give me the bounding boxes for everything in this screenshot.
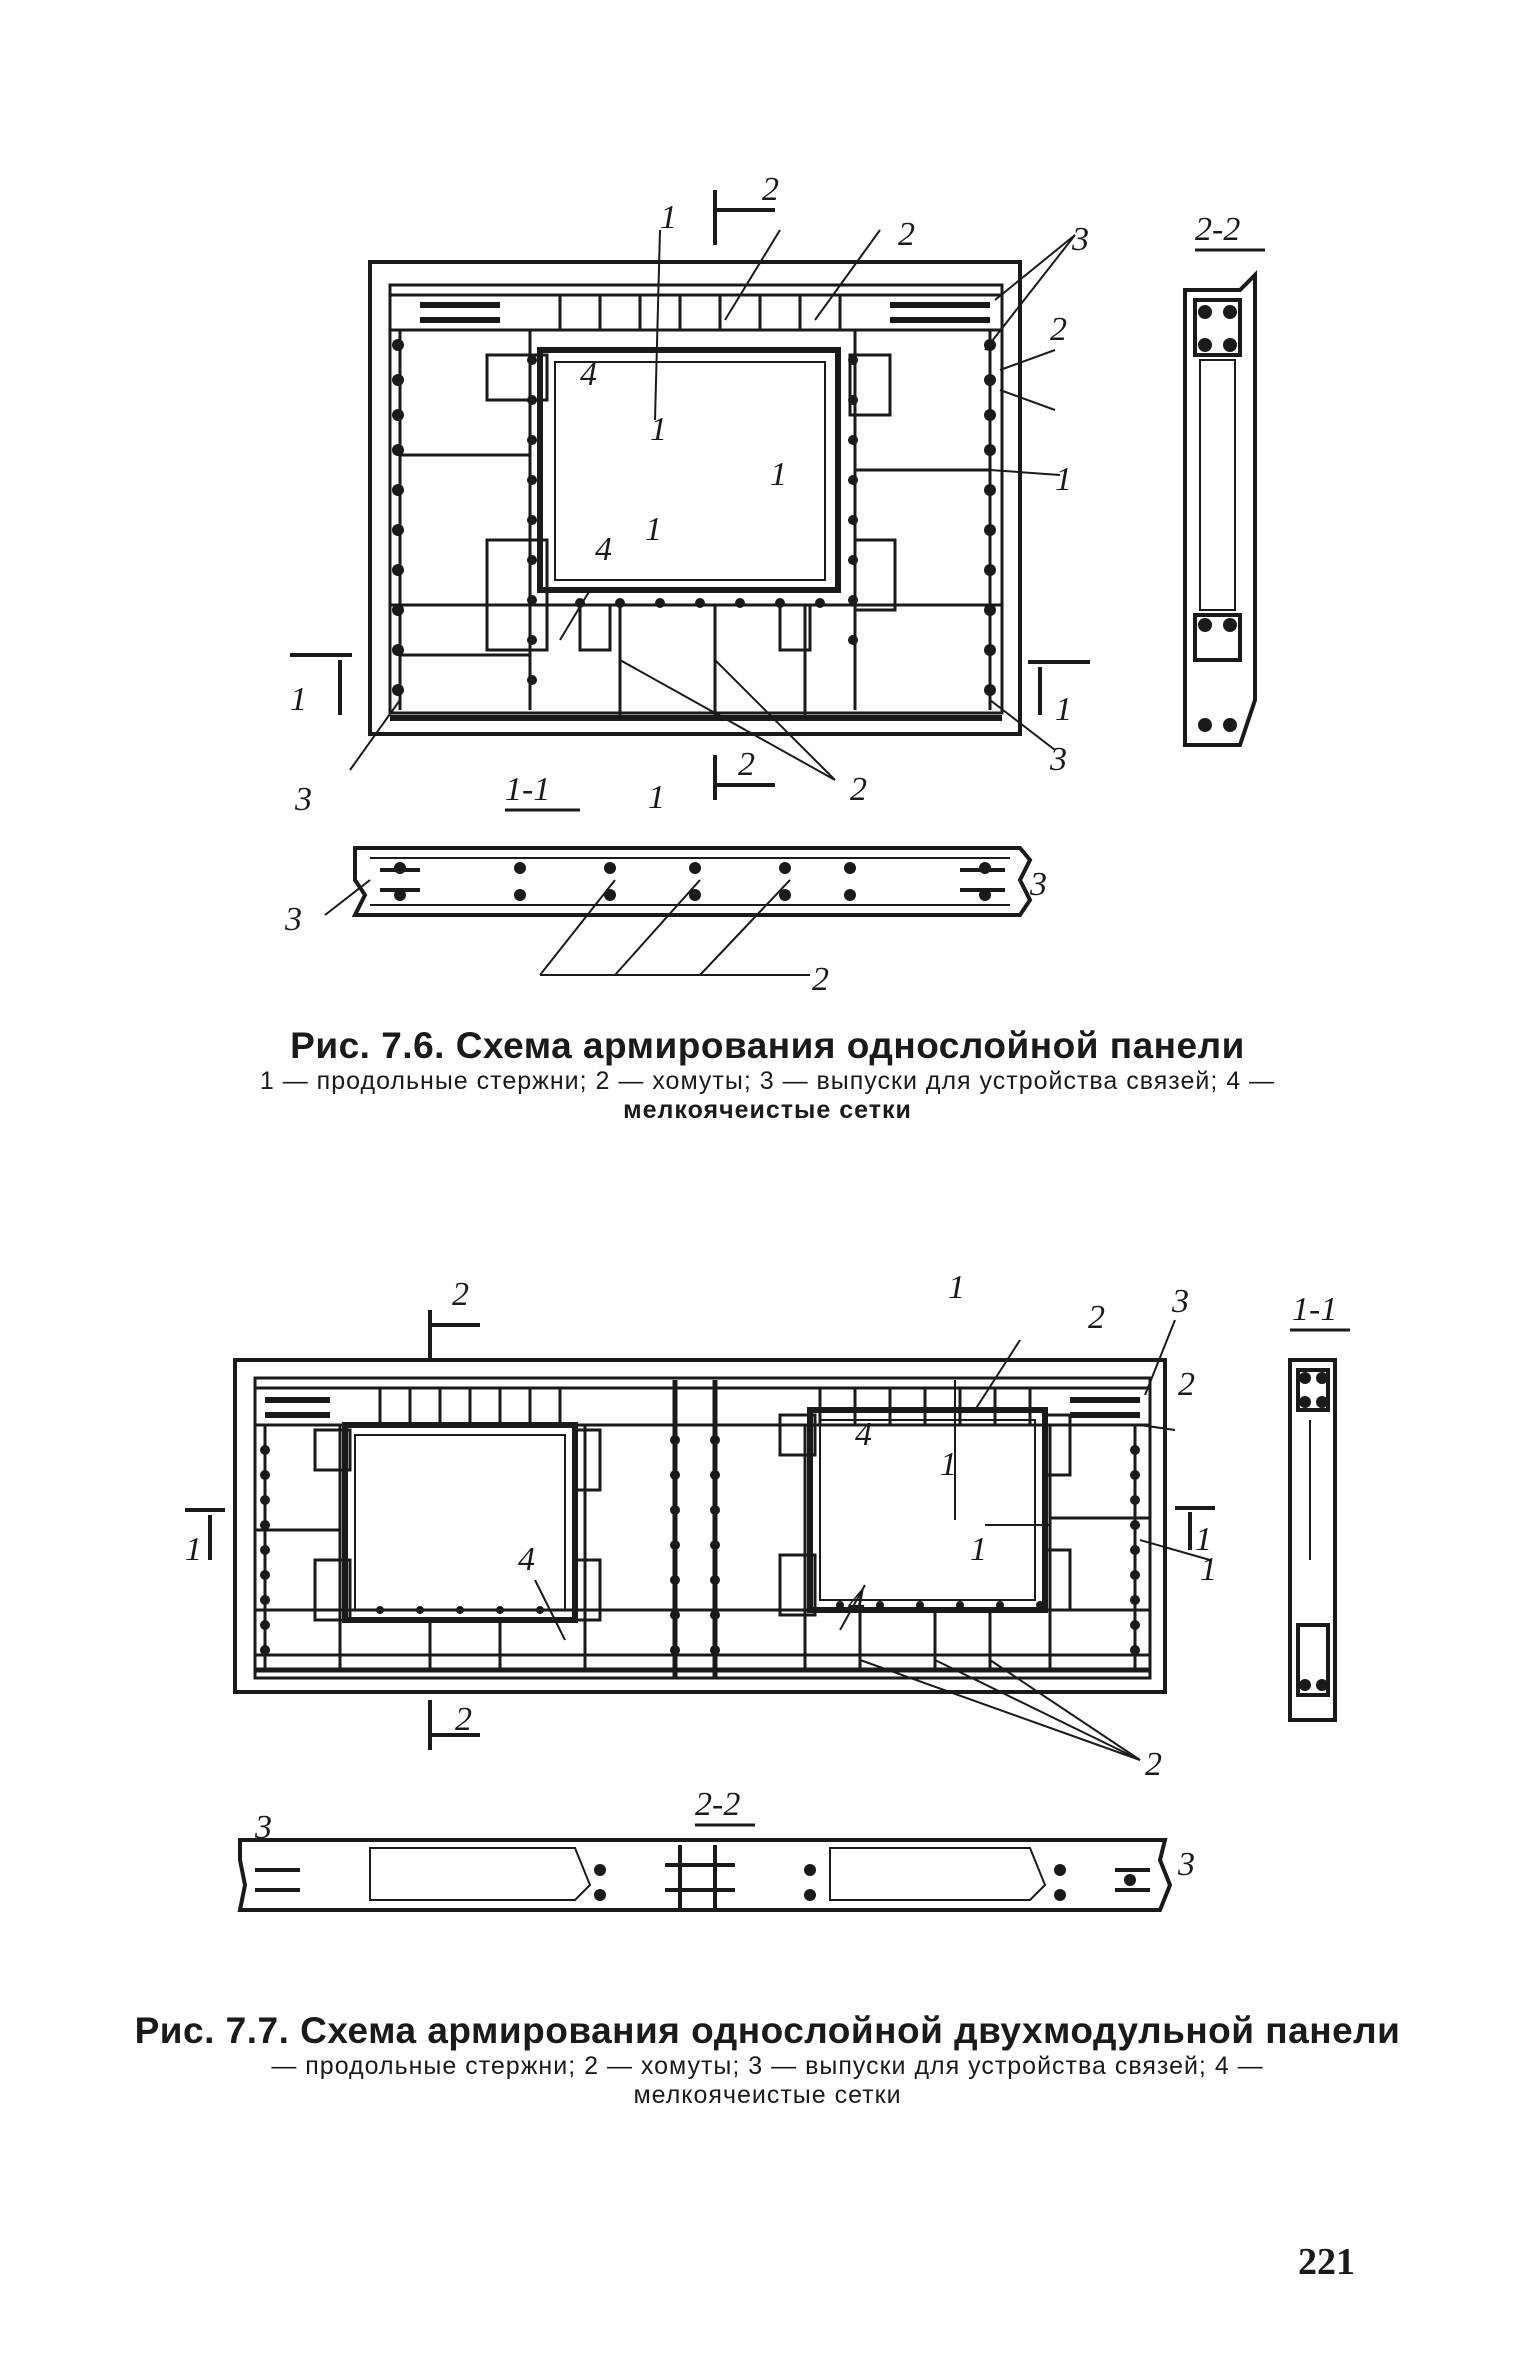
label-1-top: 1 <box>660 199 677 236</box>
label-2-bottom: 2 <box>850 771 867 808</box>
label-2-top: 2 <box>898 216 915 253</box>
label-4-lower: 4 <box>595 531 612 568</box>
figure-7-6-title: Рис. 7.6. Схема армирования однослойной … <box>290 1025 1245 1066</box>
label-1-center: 1 <box>650 411 667 448</box>
section-label-2-2-fig2: 2-2 <box>695 1786 740 1823</box>
label-3-right: 3 <box>1049 741 1067 778</box>
page-number: 221 <box>1298 2241 1355 2283</box>
label-1-mid-2: 1 <box>970 1531 987 1568</box>
figure-7-7-caption: Рис. 7.7. Схема армирования однослойной … <box>0 2010 1535 2110</box>
label-3-top-2: 3 <box>1171 1283 1189 1320</box>
label-1-right: 1 <box>1055 461 1072 498</box>
label-1-window: 1 <box>770 456 787 493</box>
panel-reinforcement-diagram: 1 2 2 3 2 1 4 1 1 1 4 1 1 3 3 1-1 1 2 2 … <box>284 171 1265 998</box>
section-label-1-1-fig2: 1-1 <box>1292 1291 1337 1328</box>
label-4-lower-2: 4 <box>848 1583 865 1620</box>
label-3-strip-left: 3 <box>284 901 302 938</box>
label-2-right-2: 2 <box>1178 1366 1195 1403</box>
label-1-right-2: 1 <box>1200 1551 1217 1588</box>
label-1-window-2: 1 <box>940 1446 957 1483</box>
label-1-left-section: 1 <box>290 681 307 718</box>
figure-7-6-caption: Рис. 7.6. Схема армирования однослойной … <box>0 1025 1535 1125</box>
label-4-left-2: 4 <box>518 1541 535 1578</box>
label-3-strip-right-2: 3 <box>1177 1846 1195 1883</box>
label-1-lower: 1 <box>645 511 662 548</box>
label-4-top: 4 <box>580 356 597 393</box>
label-1-top-2: 1 <box>948 1269 965 1306</box>
figure-7-7-drawing: 2 1 2 3 2 4 1 1 1 4 4 1 1 2 2 1-1 2-2 <box>0 1260 1535 1960</box>
label-2-top-2: 2 <box>1088 1299 1105 1336</box>
figure-7-7-title: Рис. 7.7. Схема армирования однослойной … <box>134 2010 1401 2051</box>
label-2-strip: 2 <box>812 961 829 998</box>
figure-7-6-legend-line1: 1 — продольные стержни; 2 — хомуты; 3 — … <box>259 1067 1276 1095</box>
label-2-section-top: 2 <box>762 171 779 208</box>
label-1-bottom: 1 <box>648 779 665 816</box>
label-1-right-section-2: 1 <box>1195 1521 1212 1558</box>
two-module-panel-diagram: 2 1 2 3 2 4 1 1 1 4 4 1 1 2 2 1-1 2-2 <box>185 1269 1350 1912</box>
label-2-bottom-2: 2 <box>1145 1746 1162 1783</box>
figure-7-6-legend-line2: мелкоячеистые сетки <box>623 1096 912 1124</box>
label-3-left: 3 <box>294 781 312 818</box>
label-3-strip-left-2: 3 <box>254 1809 272 1846</box>
label-2-section-bottom: 2 <box>738 746 755 783</box>
label-4-right-2: 4 <box>855 1416 872 1453</box>
figure-7-7-legend-line2: мелкоячеистые сетки <box>633 2081 902 2109</box>
label-2-right: 2 <box>1050 311 1067 348</box>
label-3-top-right: 3 <box>1071 221 1089 258</box>
figure-7-7-legend-line1: — продольные стержни; 2 — хомуты; 3 — вы… <box>271 2052 1264 2080</box>
label-1-right-section: 1 <box>1055 691 1072 728</box>
figure-7-6-drawing: 1 2 2 3 2 1 4 1 1 1 4 1 1 3 3 1-1 1 2 2 … <box>0 0 1535 1000</box>
label-3-strip-right: 3 <box>1029 866 1047 903</box>
label-1-left-section-2: 1 <box>185 1531 202 1568</box>
label-2-section-top-2: 2 <box>452 1276 469 1313</box>
label-2-section-bottom-2: 2 <box>455 1701 472 1738</box>
section-label-2-2: 2-2 <box>1195 211 1240 248</box>
section-label-1-1: 1-1 <box>505 771 550 808</box>
